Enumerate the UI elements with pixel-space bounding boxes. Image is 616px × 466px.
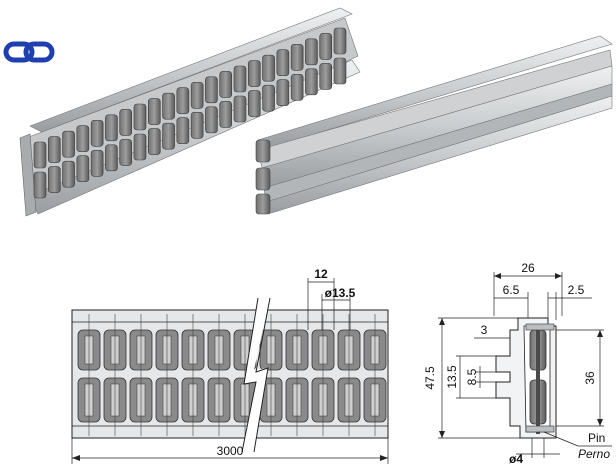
roller-3d bbox=[219, 71, 233, 98]
pin-label: Pin bbox=[588, 431, 605, 445]
length-dimension: 3000 bbox=[217, 444, 244, 458]
roller-3d bbox=[62, 130, 75, 158]
roller-3d bbox=[162, 122, 175, 150]
roller-3d bbox=[290, 73, 304, 101]
inner-height-dimension: 36 bbox=[583, 371, 597, 385]
roller-3d bbox=[105, 114, 118, 142]
section-view: 26 6.5 2.5 3 47.5 13.5 8.5 bbox=[423, 261, 612, 466]
roller-group-3d bbox=[33, 27, 347, 199]
pin-label-alt: Perno bbox=[578, 447, 610, 461]
roller-3d bbox=[176, 87, 190, 115]
roller-3d bbox=[47, 166, 61, 193]
roller-3d bbox=[276, 49, 290, 77]
roller-3d bbox=[319, 33, 333, 60]
roller-3d bbox=[247, 90, 261, 117]
roller-3d bbox=[305, 68, 318, 96]
roller-3d bbox=[33, 171, 47, 199]
roller-3d bbox=[176, 117, 190, 145]
roller-3d bbox=[76, 155, 90, 183]
roller-rail-3d bbox=[19, 7, 361, 217]
pin-diameter-dimension: ø4 bbox=[509, 452, 523, 466]
roller-3d bbox=[290, 43, 304, 71]
roller-3d bbox=[333, 57, 347, 85]
roller-3d bbox=[33, 141, 47, 169]
front-view: 12 ø13.5 3000 bbox=[71, 267, 389, 464]
roller-3d bbox=[105, 144, 118, 172]
roller-3d bbox=[233, 95, 247, 123]
roller-3d bbox=[276, 79, 290, 107]
roller-3d bbox=[305, 38, 318, 66]
height-dimension: 47.5 bbox=[423, 366, 437, 390]
roller-3d bbox=[162, 92, 175, 120]
width-dimension: 26 bbox=[521, 261, 535, 275]
roller-3d bbox=[233, 65, 247, 93]
roller-3d bbox=[333, 27, 347, 55]
roller-3d bbox=[119, 139, 133, 166]
mid-height-dimension: 13.5 bbox=[445, 365, 459, 389]
roller-3d bbox=[133, 133, 147, 161]
roller-3d bbox=[319, 63, 333, 90]
roller-3d bbox=[190, 81, 204, 109]
gap-dimension: 2.5 bbox=[568, 283, 585, 297]
roller-group-2d bbox=[77, 314, 387, 436]
offset-dimension: 6.5 bbox=[503, 283, 520, 297]
slot-dimension: 8.5 bbox=[465, 368, 479, 385]
roller-3d bbox=[90, 149, 104, 177]
roller-3d bbox=[247, 60, 261, 87]
roller-3d bbox=[205, 106, 218, 134]
roller-3d bbox=[219, 101, 233, 128]
empty-rail-3d bbox=[255, 35, 613, 215]
roller-3d bbox=[133, 103, 147, 131]
roller-3d bbox=[62, 160, 75, 188]
pitch-dimension: 12 bbox=[314, 267, 328, 281]
roller-3d bbox=[76, 125, 90, 153]
roller-3d bbox=[119, 109, 133, 136]
lip-dimension: 3 bbox=[481, 323, 488, 337]
chain-link-icon bbox=[3, 41, 55, 63]
roller-3d bbox=[190, 111, 204, 139]
roller-3d bbox=[147, 98, 161, 125]
roller-3d bbox=[262, 84, 275, 112]
roller-3d bbox=[205, 76, 218, 104]
roller-3d bbox=[47, 136, 61, 163]
roller-3d bbox=[90, 119, 104, 147]
roller-diameter-dimension: ø13.5 bbox=[325, 286, 356, 300]
roller-3d bbox=[262, 54, 275, 82]
roller-3d bbox=[147, 128, 161, 155]
